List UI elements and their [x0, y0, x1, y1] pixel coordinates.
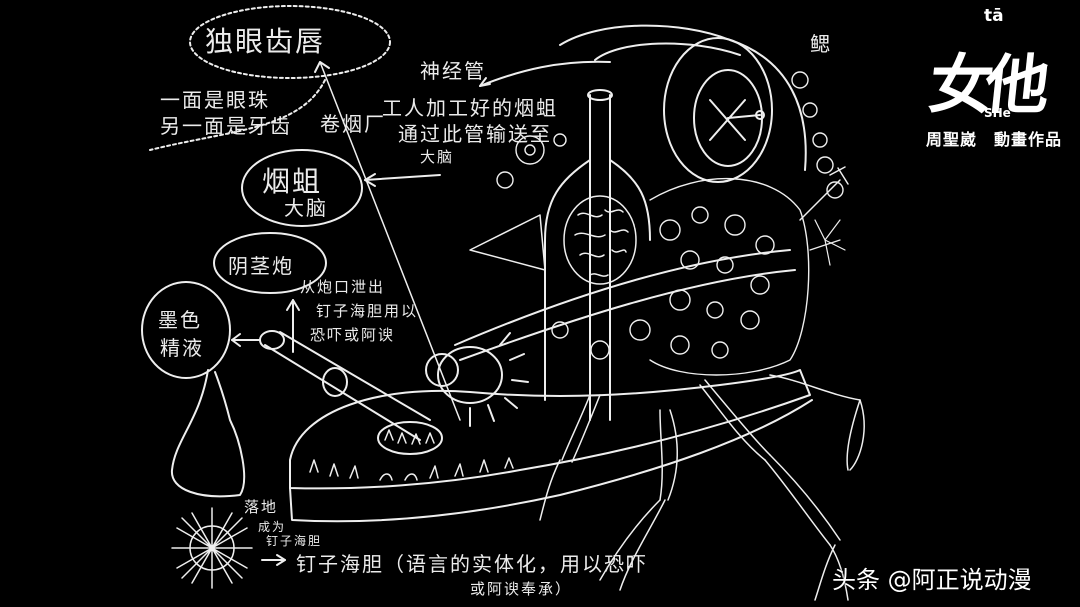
label-cannon-desc-3: 恐吓或阿谀 [310, 326, 396, 344]
bubble-cannon [213, 232, 327, 294]
logo-pinyin: tā [984, 6, 1004, 26]
label-nerve-tube-desc-2: 通过此管输送至 [398, 122, 552, 146]
label-land-1: 落地 [244, 498, 279, 516]
label-cigarette-factory: 卷烟厂 [320, 112, 386, 136]
label-gill: 鳃 [810, 32, 832, 56]
label-cannon-desc-1: 从炮口泄出 [300, 278, 386, 296]
label-nerve-tube-desc-3: 大脑 [420, 148, 455, 166]
label-eye-tooth-desc-1: 一面是眼珠 [160, 88, 270, 112]
label-eye-tooth-lip: 独眼齿唇 [205, 25, 326, 58]
label-urchin-desc-1: 钉子海胆（语言的实体化，用以恐吓 [296, 552, 648, 576]
watermark: 头条 @阿正说动漫 [832, 566, 1032, 594]
label-tobacco-worm: 烟蛆 [262, 165, 323, 198]
logo-english: SHe [984, 106, 1011, 120]
diagonal-tube [454, 249, 796, 361]
label-cannon: 阴茎炮 [228, 254, 294, 278]
big-eye [663, 37, 773, 183]
label-urchin-desc-2: 或阿谀奉承） [470, 580, 573, 598]
side-fin [469, 214, 546, 271]
film-logo: tā 女他 SHe 周聖崴 動畫作品 [920, 0, 1080, 160]
label-nerve-tube: 神经管 [420, 59, 486, 83]
legs [539, 374, 865, 601]
boat-hull [289, 369, 811, 490]
bubble-eye-tooth [189, 5, 391, 79]
label-eye-tooth-desc-2: 另一面是牙齿 [160, 114, 292, 138]
brain [563, 195, 637, 285]
label-fluid: 精液 [160, 336, 204, 360]
nerve-tube [589, 94, 611, 421]
eye-tooth-orb [425, 332, 529, 427]
bottle-body [544, 159, 651, 401]
label-brain: 大脑 [284, 196, 328, 220]
bubble-ink [141, 281, 231, 379]
label-cannon-desc-2: 钉子海胆用以 [316, 302, 419, 320]
gear-cluster [496, 71, 844, 376]
label-land-3: 钉子海胆 [266, 534, 323, 548]
nail-urchin [171, 507, 253, 589]
logo-credit: 周聖崴 動畫作品 [926, 130, 1063, 149]
bubble-tobacco-brain [241, 149, 363, 227]
label-ink-color: 墨色 [158, 308, 202, 332]
label-land-2: 成为 [258, 520, 287, 534]
label-nerve-tube-desc-1: 工人加工好的烟蛆 [382, 96, 558, 120]
